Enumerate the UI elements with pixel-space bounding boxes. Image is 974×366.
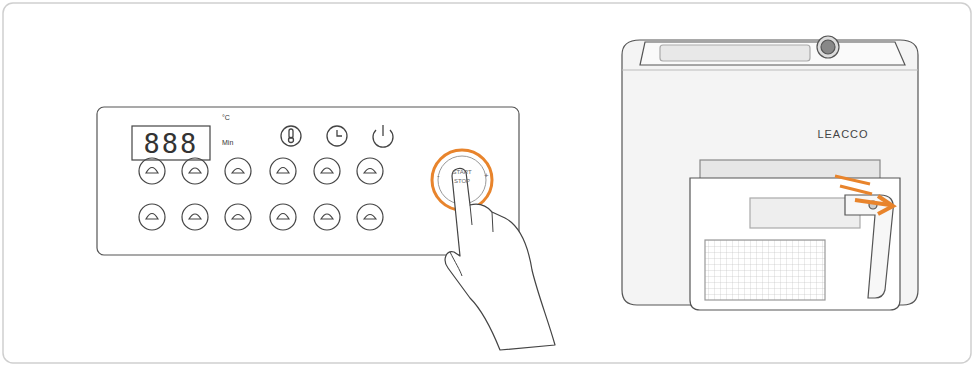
control-panel (97, 107, 519, 255)
unit-label: °C (222, 114, 230, 121)
preset-glyph (364, 215, 376, 220)
brand-logo: LEACCO (817, 129, 868, 140)
preset-glyph (321, 214, 333, 219)
preset-glyph (189, 214, 201, 219)
hand (445, 169, 555, 350)
preset-glyph (364, 169, 376, 174)
preset-button (270, 204, 296, 230)
preset-glyph (146, 214, 158, 220)
air-fryer (622, 36, 918, 310)
preset-button (139, 204, 165, 230)
button-label: START (452, 169, 471, 175)
preset-button (182, 204, 208, 230)
unit-label: Min (222, 139, 233, 146)
display (132, 126, 210, 160)
preset-button (270, 158, 296, 184)
preset-glyph (189, 168, 201, 173)
preset-glyph (277, 168, 289, 174)
preset-button (357, 204, 383, 230)
preset-button (139, 158, 165, 184)
preset-glyph (232, 215, 244, 220)
preset-button (357, 158, 383, 184)
preset-button (182, 158, 208, 184)
preset-glyph (277, 214, 289, 220)
preset-button (314, 158, 340, 184)
pull-arrow (835, 176, 893, 214)
preset-icons (139, 158, 383, 230)
display-digits: 888 (144, 130, 199, 157)
preset-button (225, 204, 251, 230)
preset-glyph (321, 168, 333, 173)
preset-glyph (232, 169, 244, 174)
button-label: STOP (454, 178, 470, 184)
knob-sign: - (437, 172, 440, 180)
frame (3, 3, 971, 363)
preset-button (314, 204, 340, 230)
top-icons (281, 125, 393, 147)
knob-sign: + (484, 172, 489, 180)
preset-glyph (146, 168, 158, 174)
preset-button (225, 158, 251, 184)
hand-lines (450, 205, 493, 276)
